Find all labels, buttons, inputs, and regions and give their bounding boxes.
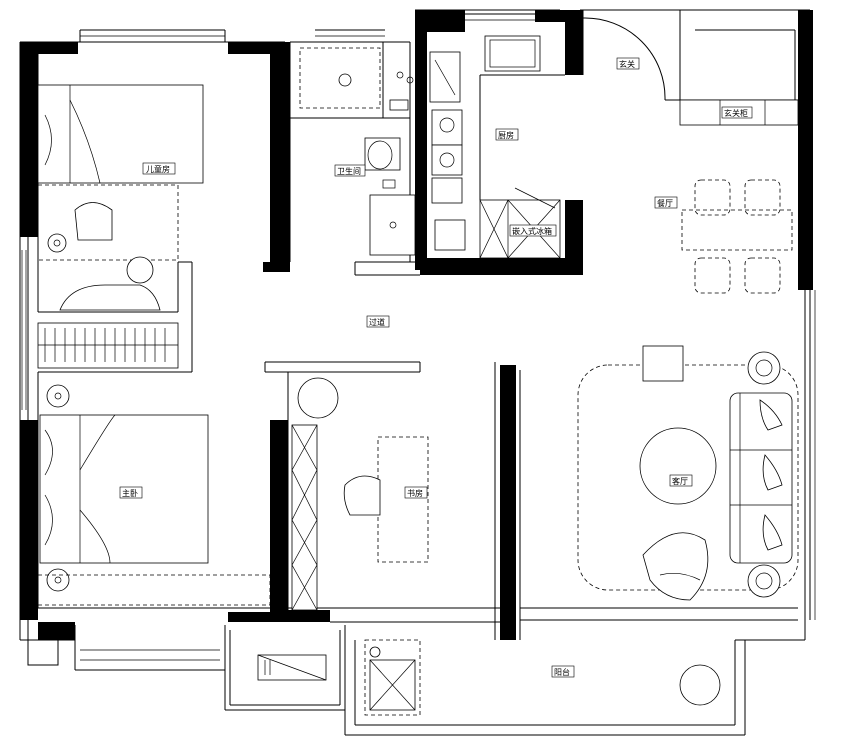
label-living-room: 客厅	[672, 476, 688, 486]
windows	[21, 250, 220, 661]
bathroom-furniture	[299, 47, 416, 256]
label-fridge: 嵌入式冰箱	[512, 226, 552, 236]
study-furniture	[291, 377, 429, 611]
dining-table	[681, 209, 793, 251]
dining-furniture	[681, 179, 793, 294]
label-dining: 餐厅	[657, 199, 673, 208]
hangers	[44, 328, 166, 362]
entrance-furniture	[582, 17, 799, 126]
structural-walls	[20, 10, 813, 640]
label-bathroom: 卫生间	[337, 166, 361, 176]
label-master-bedroom: 主卧	[122, 488, 138, 498]
side-table-bottom	[747, 564, 781, 598]
kids-bedroom-furniture	[37, 84, 204, 311]
sofa	[729, 392, 793, 564]
stove-burner-1	[431, 109, 463, 146]
balcony-furniture	[257, 639, 721, 716]
label-balcony: 阳台	[554, 667, 570, 677]
dining-chair	[744, 179, 781, 216]
shower-head	[338, 73, 352, 87]
kitchen-furniture	[429, 35, 561, 259]
dining-chair	[744, 257, 781, 294]
nightstand-lamp-bottom	[46, 568, 70, 592]
dining-chair	[694, 257, 731, 294]
study-desk	[377, 436, 429, 563]
armchair	[642, 532, 709, 601]
coffee-table	[639, 427, 717, 505]
label-kitchen: 厨房	[498, 130, 514, 140]
kids-desk-chair	[74, 202, 113, 241]
label-corridor: 过道	[369, 317, 385, 327]
kids-lamp	[47, 233, 67, 253]
toilet	[364, 137, 401, 171]
label-kids-bedroom: 儿童房	[146, 164, 170, 174]
bathroom-sink	[369, 194, 416, 256]
master-bedroom-furniture	[37, 384, 271, 606]
tv-unit	[642, 345, 684, 382]
bookshelf	[291, 424, 318, 611]
label-entrance: 玄关	[619, 59, 635, 69]
label-study: 书房	[407, 488, 423, 498]
study-chair	[343, 475, 381, 516]
nightstand-lamp-top	[46, 384, 70, 408]
balcony-round-table	[679, 664, 721, 706]
kitchen-sink	[484, 35, 541, 72]
kids-bed	[37, 84, 204, 184]
room-labels: 儿童房 卫生间 厨房 玄关 玄关柜 餐厅 嵌入式冰箱 过道 主卧 书房 客厅 阳…	[119, 57, 753, 678]
wardrobe	[37, 322, 179, 369]
living-room-furniture	[577, 345, 799, 601]
stove-burner-2	[431, 144, 463, 176]
dining-chair	[694, 179, 731, 216]
label-shoe-cabinet: 玄关柜	[724, 108, 748, 118]
side-table-top	[747, 351, 781, 385]
